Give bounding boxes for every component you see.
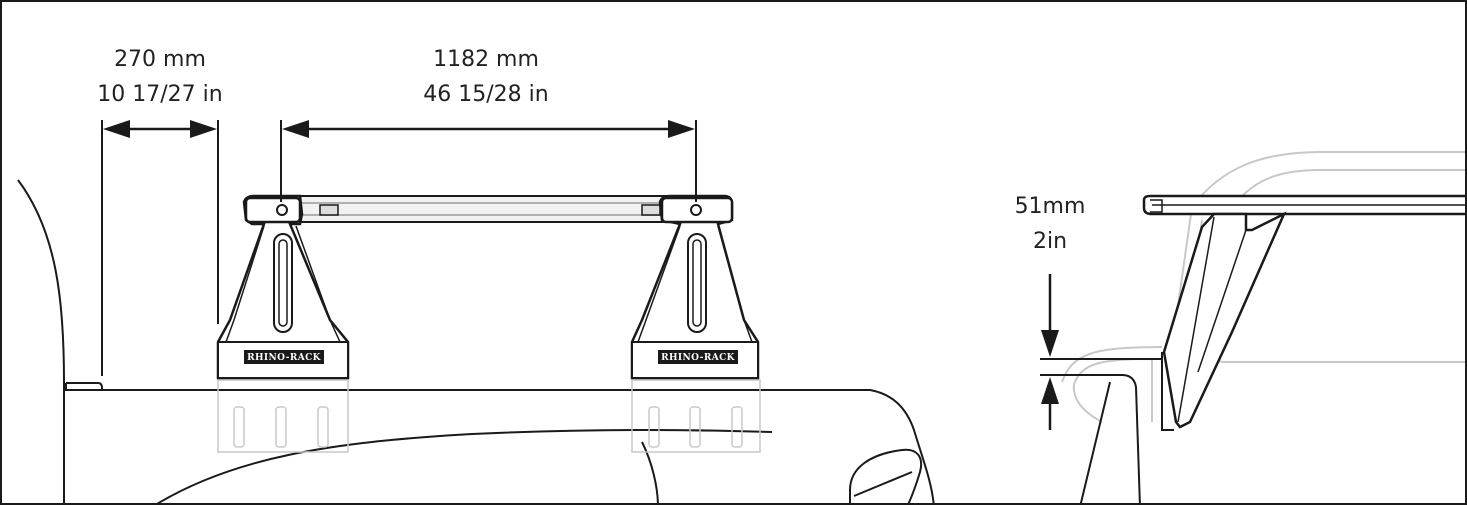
front-view-rack [1142,194,1465,431]
vehicle-door-curve [156,429,773,503]
right-foot-base [631,379,761,453]
vehicle-door-curve-right [641,441,659,503]
left-leg: RHINO-RACK [216,194,350,380]
overhang-metric-label: 270 mm [114,47,206,72]
spread-dimension-arrow [282,120,695,138]
vehicle-side-view [17,179,935,503]
vehicle-roof-line [66,382,935,503]
overhang-imperial-label: 10 17/27 in [97,82,222,107]
spread-imperial-label: 46 15/28 in [423,82,548,107]
extension-lines [101,120,697,376]
vehicle-ghost-outline [1061,151,1465,423]
vehicle-front-blob [849,448,922,503]
crossbar [299,195,671,223]
left-leg-brand: RHINO-RACK [247,353,322,363]
clearance-imperial-label: 2in [1033,229,1067,254]
right-leg: RHINO-RACK [630,194,760,380]
left-foot-base [217,379,349,453]
vehicle-front-lines [1040,358,1162,503]
right-leg-brand: RHINO-RACK [661,353,736,363]
spread-metric-label: 1182 mm [433,47,539,72]
vehicle-rear-step [65,383,102,391]
overhang-dimension-arrow [103,120,217,138]
clearance-dimension-arrows [1041,274,1059,430]
vehicle-rear-curve [17,179,65,503]
clearance-metric-label: 51mm [1015,194,1086,219]
